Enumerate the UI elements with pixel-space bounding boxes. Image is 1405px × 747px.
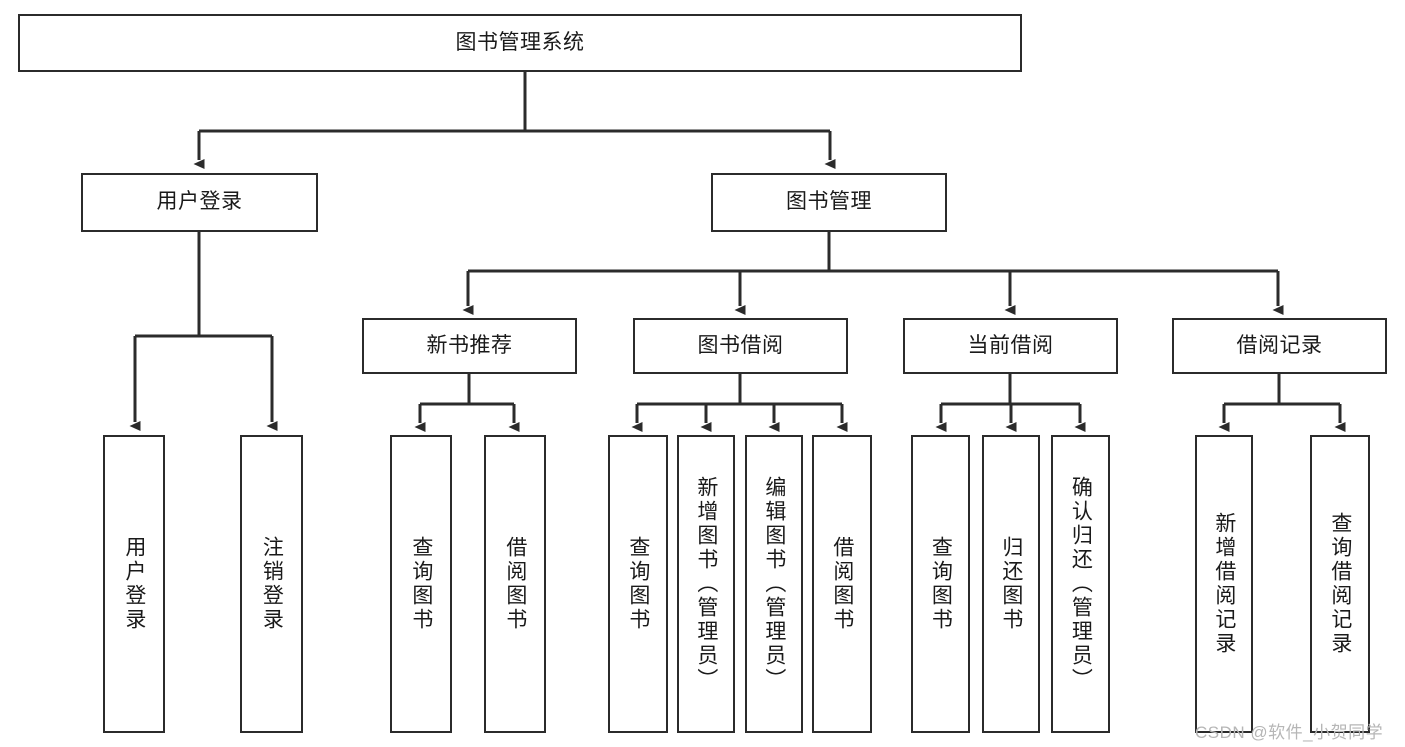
node-borrow-records-label: 借阅记录 bbox=[1236, 333, 1323, 357]
node-leaf-confirm-return-admin[interactable]: 确认归还（管理员） bbox=[1051, 435, 1110, 733]
node-leaf-add-borrow-record[interactable]: 新增借阅记录 bbox=[1195, 435, 1253, 733]
node-book-borrow-label: 图书借阅 bbox=[697, 333, 784, 357]
node-leaf-user-login[interactable]: 用户登录 bbox=[103, 435, 165, 733]
node-leaf-edit-book-admin[interactable]: 编辑图书（管理员） bbox=[745, 435, 803, 733]
node-new-book-recommend-label: 新书推荐 bbox=[426, 333, 513, 357]
node-new-book-recommend[interactable]: 新书推荐 bbox=[362, 318, 577, 374]
node-leaf-borrow-book-2[interactable]: 借阅图书 bbox=[812, 435, 872, 733]
watermark-text: CSDN @软件_小贺同学 bbox=[1195, 723, 1384, 742]
node-user-login[interactable]: 用户登录 bbox=[81, 173, 318, 232]
node-leaf-query-book-2[interactable]: 查询图书 bbox=[608, 435, 668, 733]
node-current-borrow[interactable]: 当前借阅 bbox=[903, 318, 1118, 374]
node-leaf-query-book-1[interactable]: 查询图书 bbox=[390, 435, 452, 733]
node-root-label: 图书管理系统 bbox=[455, 30, 585, 54]
node-leaf-query-book-3-label: 查询图书 bbox=[929, 536, 953, 632]
node-leaf-return-book-label: 归还图书 bbox=[999, 536, 1023, 632]
node-leaf-query-book-1-label: 查询图书 bbox=[409, 536, 433, 632]
node-leaf-borrow-book-1-label: 借阅图书 bbox=[503, 536, 527, 632]
node-book-borrow[interactable]: 图书借阅 bbox=[633, 318, 848, 374]
node-leaf-user-login-label: 用户登录 bbox=[122, 536, 146, 632]
node-leaf-user-logout-label: 注销登录 bbox=[260, 536, 284, 632]
node-current-borrow-label: 当前借阅 bbox=[967, 333, 1054, 357]
node-leaf-query-borrow-record-label: 查询借阅记录 bbox=[1328, 512, 1352, 656]
node-root[interactable]: 图书管理系统 bbox=[18, 14, 1022, 72]
node-leaf-add-book-admin-label: 新增图书（管理员） bbox=[694, 476, 718, 692]
node-leaf-confirm-return-admin-label: 确认归还（管理员） bbox=[1069, 476, 1093, 692]
node-leaf-query-book-2-label: 查询图书 bbox=[626, 536, 650, 632]
node-leaf-add-book-admin[interactable]: 新增图书（管理员） bbox=[677, 435, 735, 733]
node-leaf-user-logout[interactable]: 注销登录 bbox=[240, 435, 303, 733]
node-borrow-records[interactable]: 借阅记录 bbox=[1172, 318, 1387, 374]
node-leaf-query-book-3[interactable]: 查询图书 bbox=[911, 435, 970, 733]
node-user-login-label: 用户登录 bbox=[156, 190, 243, 214]
node-leaf-query-borrow-record[interactable]: 查询借阅记录 bbox=[1310, 435, 1370, 733]
node-leaf-borrow-book-2-label: 借阅图书 bbox=[830, 536, 854, 632]
node-leaf-add-borrow-record-label: 新增借阅记录 bbox=[1212, 512, 1236, 656]
node-leaf-return-book[interactable]: 归还图书 bbox=[982, 435, 1040, 733]
node-leaf-edit-book-admin-label: 编辑图书（管理员） bbox=[762, 476, 786, 692]
node-book-manage[interactable]: 图书管理 bbox=[711, 173, 947, 232]
node-leaf-borrow-book-1[interactable]: 借阅图书 bbox=[484, 435, 546, 733]
node-book-manage-label: 图书管理 bbox=[786, 190, 872, 214]
